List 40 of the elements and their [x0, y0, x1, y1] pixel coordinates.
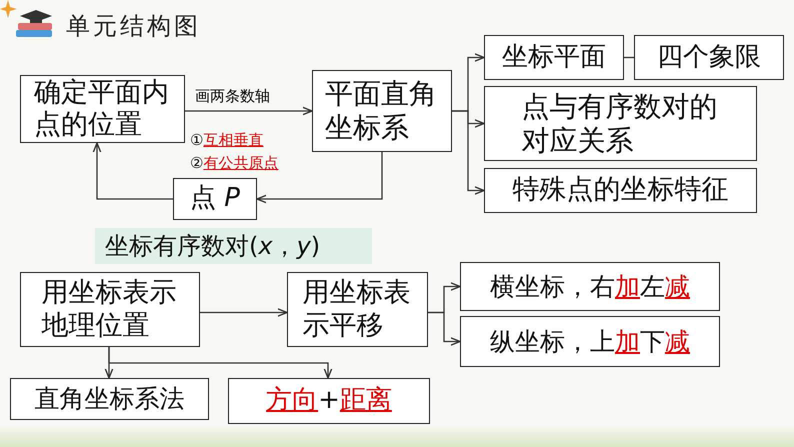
- box-text: 横坐标，右加左减: [490, 272, 690, 302]
- concept-box: [460, 262, 720, 311]
- box-text: 特殊点的坐标特征: [512, 174, 728, 207]
- concept-box: [312, 70, 452, 152]
- edge-label: 画两条数轴: [193, 87, 272, 106]
- box-text: 点与有序数对的对应关系: [522, 90, 718, 158]
- connector-line: [624, 56, 634, 58]
- box-text: 直角坐标系法: [34, 384, 184, 414]
- note-text: ①互相垂直: [190, 131, 264, 150]
- concept-box: [20, 75, 185, 143]
- concept-box: [20, 272, 200, 347]
- box-text: 坐标平面: [502, 42, 606, 74]
- arrow: [108, 347, 332, 379]
- concept-box: [484, 35, 624, 80]
- arrow: [428, 312, 461, 346]
- box-text: 点 P: [190, 183, 240, 215]
- box-text: 四个象限: [657, 42, 761, 74]
- box-text: 纵坐标，上加下减: [490, 326, 690, 356]
- arrow: [200, 308, 288, 317]
- band-text: 坐标有序数对(x，y): [105, 232, 320, 260]
- concept-box: [484, 168, 757, 213]
- box-text: 用坐标表示平移: [302, 277, 412, 342]
- box-text: 确定平面内点的位置: [34, 76, 170, 142]
- note-text: ②有公共原点: [190, 154, 278, 173]
- concept-box: [484, 86, 757, 161]
- box-text: 平面直角坐标系: [325, 77, 438, 145]
- concept-box: [10, 378, 209, 420]
- concept-box: [634, 35, 784, 80]
- concept-box: [287, 272, 428, 347]
- concept-box: [460, 316, 720, 367]
- concept-box: [228, 378, 430, 424]
- box-text: 用坐标表示地理位置: [42, 277, 178, 342]
- title: 单元结构图: [66, 11, 201, 42]
- highlight-band: [95, 228, 372, 264]
- arrow: [256, 152, 383, 204]
- arrow: [452, 110, 485, 195]
- arrow: [185, 106, 313, 116]
- arrow: [92, 142, 173, 200]
- box-text: 方向+距离: [266, 385, 392, 417]
- concept-box: [173, 178, 257, 220]
